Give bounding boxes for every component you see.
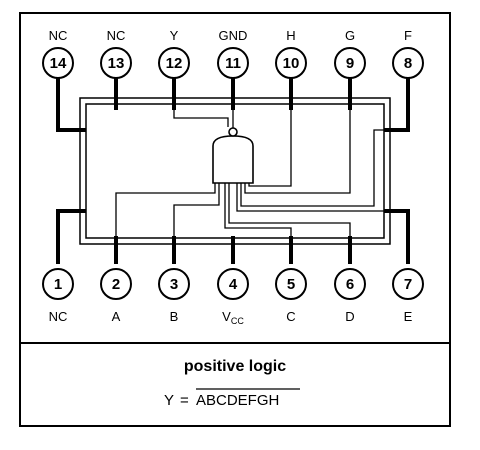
pin-circle — [100, 47, 132, 79]
pin-number: 10 — [283, 55, 300, 72]
pin-2: 2A — [100, 268, 132, 324]
pin-circle — [158, 268, 190, 300]
logic-title: positive logic — [184, 358, 286, 375]
pin-label: A — [112, 309, 121, 324]
pin-circle — [42, 47, 74, 79]
pin-label: GND — [219, 28, 248, 43]
top-pin-leads — [56, 78, 410, 132]
package-body — [79, 97, 391, 245]
pin-8: 8F — [392, 28, 424, 79]
pin-circle — [42, 268, 74, 300]
pin-number: 5 — [287, 276, 295, 293]
pin-number: 1 — [54, 276, 62, 293]
pin-circle — [392, 268, 424, 300]
pin-label: VCC — [222, 309, 244, 326]
pin-circle — [158, 47, 190, 79]
pin-label: C — [286, 309, 295, 324]
pin-circle — [334, 268, 366, 300]
pin-number: 2 — [112, 276, 120, 293]
pin-number: 4 — [229, 276, 238, 293]
pin-label: NC — [107, 28, 126, 43]
pin-label: NC — [49, 309, 68, 324]
pin-label: G — [345, 28, 355, 43]
equation-equals: = — [180, 392, 189, 409]
pin-circle — [275, 268, 307, 300]
internal-wiring — [115, 110, 384, 236]
pin-circle — [334, 47, 366, 79]
bottom-pin-leads — [56, 209, 410, 264]
pin-label-subscript: CC — [231, 316, 244, 326]
pin-circle — [217, 268, 249, 300]
pin-label: H — [286, 28, 295, 43]
pin-number: 11 — [225, 55, 241, 72]
logic-equation: Y = ABCDEFGH — [164, 388, 300, 409]
pin-label: D — [345, 309, 354, 324]
pin-10: 10 H — [275, 28, 307, 79]
pin-number: 14 — [50, 55, 67, 72]
pin-11: 11 GND — [217, 28, 249, 79]
equation-expression: ABCDEFGH — [196, 392, 279, 409]
pin-label: NC — [49, 28, 68, 43]
pin-6: 6D — [334, 268, 366, 324]
pin-9: 9G — [334, 28, 366, 79]
pin-number: 8 — [404, 55, 412, 72]
pin-label: E — [404, 309, 413, 324]
pin-number: 7 — [404, 276, 412, 293]
pin-label: Y — [170, 28, 179, 43]
pin-number: 12 — [166, 55, 183, 72]
outer-frame — [19, 12, 451, 427]
pin-circle — [100, 268, 132, 300]
pin-number: 3 — [170, 276, 178, 293]
pin-number: 13 — [108, 55, 125, 72]
pin-3: 3B — [158, 268, 190, 324]
pin-label: B — [170, 309, 179, 324]
pin-circle — [392, 47, 424, 79]
pin-circle — [275, 47, 307, 79]
pin-number: 9 — [346, 55, 354, 72]
pin-7: 7E — [392, 268, 424, 324]
pin-14: 14 NC — [42, 28, 74, 79]
pin-13: 13 NC — [100, 28, 132, 79]
nand-gate-symbol — [212, 127, 254, 184]
pin-circle — [217, 47, 249, 79]
output-bubble — [228, 127, 238, 137]
pin-12: 12 Y — [158, 28, 190, 79]
equation-output: Y — [164, 392, 174, 409]
pin-number: 6 — [346, 276, 354, 293]
pin-5: 5C — [275, 268, 307, 324]
pin-1: 1NC — [42, 268, 74, 324]
pin-label: F — [404, 28, 412, 43]
